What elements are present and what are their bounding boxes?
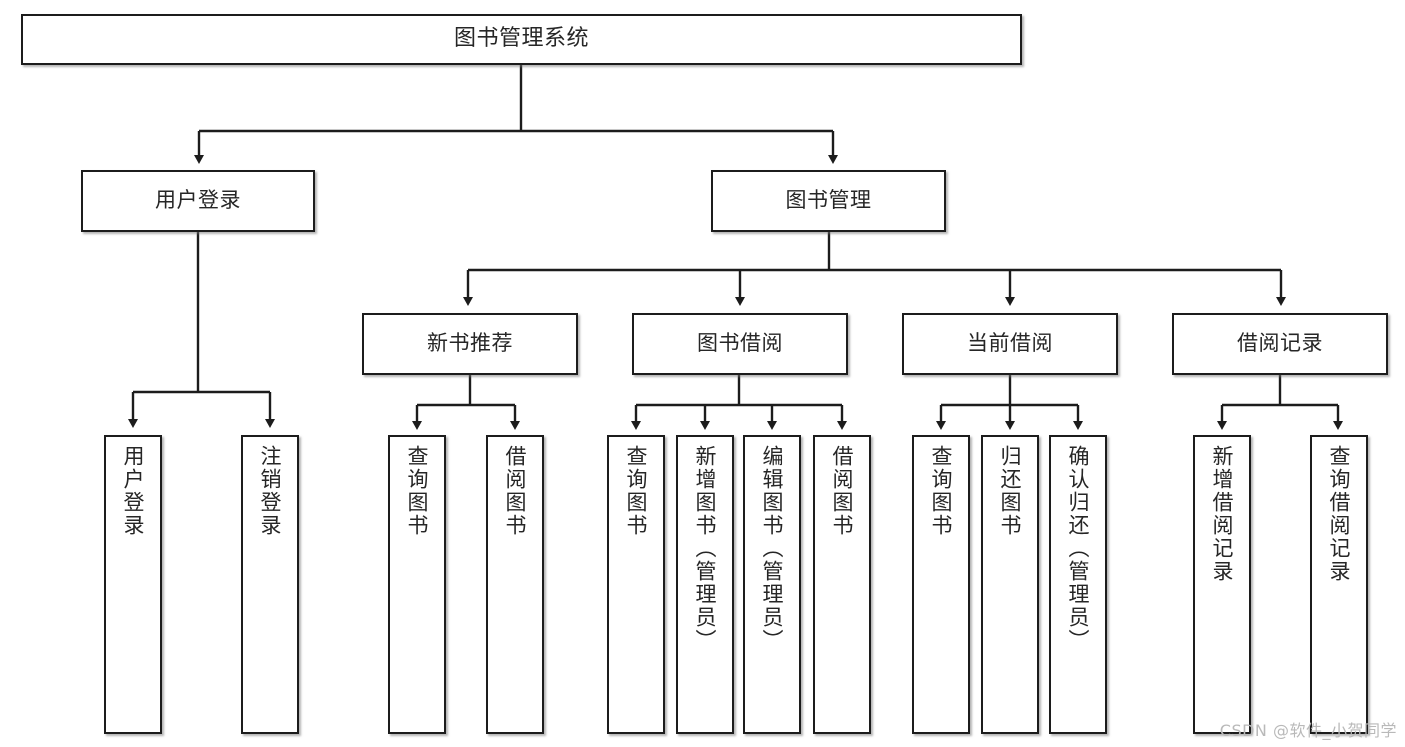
leaf-query-book-1[interactable]: 查询图书 [388,435,446,734]
node-root-system[interactable]: 图书管理系统 [21,14,1022,65]
leaf-add-record[interactable]: 新增借阅记录 [1193,435,1251,734]
leaf-borrow-book-2[interactable]: 借阅图书 [813,435,871,734]
node-label: 图书管理 [785,188,872,213]
leaf-edit-book[interactable]: 编辑图书（管理员） [743,435,801,734]
node-borrow-record[interactable]: 借阅记录 [1172,313,1388,375]
node-label: 借阅图书 [503,445,528,537]
node-book-manage[interactable]: 图书管理 [711,170,946,232]
leaf-logout-login[interactable]: 注销登录 [241,435,299,734]
node-label: 新增借阅记录 [1210,445,1235,583]
node-label: 归还图书 [998,445,1023,537]
leaf-query-book-3[interactable]: 查询图书 [912,435,970,734]
node-label: 查询借阅记录 [1327,445,1352,583]
node-label: 确认归还（管理员） [1066,445,1091,652]
node-label: 借阅图书 [830,445,855,537]
leaf-add-book[interactable]: 新增图书（管理员） [676,435,734,734]
node-label: 当前借阅 [967,331,1053,356]
node-user-login[interactable]: 用户登录 [81,170,315,232]
leaf-borrow-book-1[interactable]: 借阅图书 [486,435,544,734]
node-label: 新书推荐 [427,331,513,356]
node-label: 图书借阅 [697,331,783,356]
leaf-query-book-2[interactable]: 查询图书 [607,435,665,734]
csdn-watermark: CSDN @软件_小贺同学 [1219,721,1397,740]
node-label: 用户登录 [121,445,146,537]
node-label: 图书管理系统 [453,26,589,52]
leaf-return-book[interactable]: 归还图书 [981,435,1039,734]
node-label: 新增图书（管理员） [693,445,718,652]
node-label: 编辑图书（管理员） [760,445,785,652]
node-label: 借阅记录 [1237,331,1323,356]
leaf-user-login[interactable]: 用户登录 [104,435,162,734]
node-new-book-recommend[interactable]: 新书推荐 [362,313,578,375]
leaf-confirm-return[interactable]: 确认归还（管理员） [1049,435,1107,734]
node-book-borrow[interactable]: 图书借阅 [632,313,848,375]
node-current-borrow[interactable]: 当前借阅 [902,313,1118,375]
leaf-query-record[interactable]: 查询借阅记录 [1310,435,1368,734]
node-label: 查询图书 [929,445,954,537]
node-label: 查询图书 [405,445,430,537]
node-label: 注销登录 [258,445,283,537]
node-label: 查询图书 [624,445,649,537]
node-label: 用户登录 [155,188,241,213]
